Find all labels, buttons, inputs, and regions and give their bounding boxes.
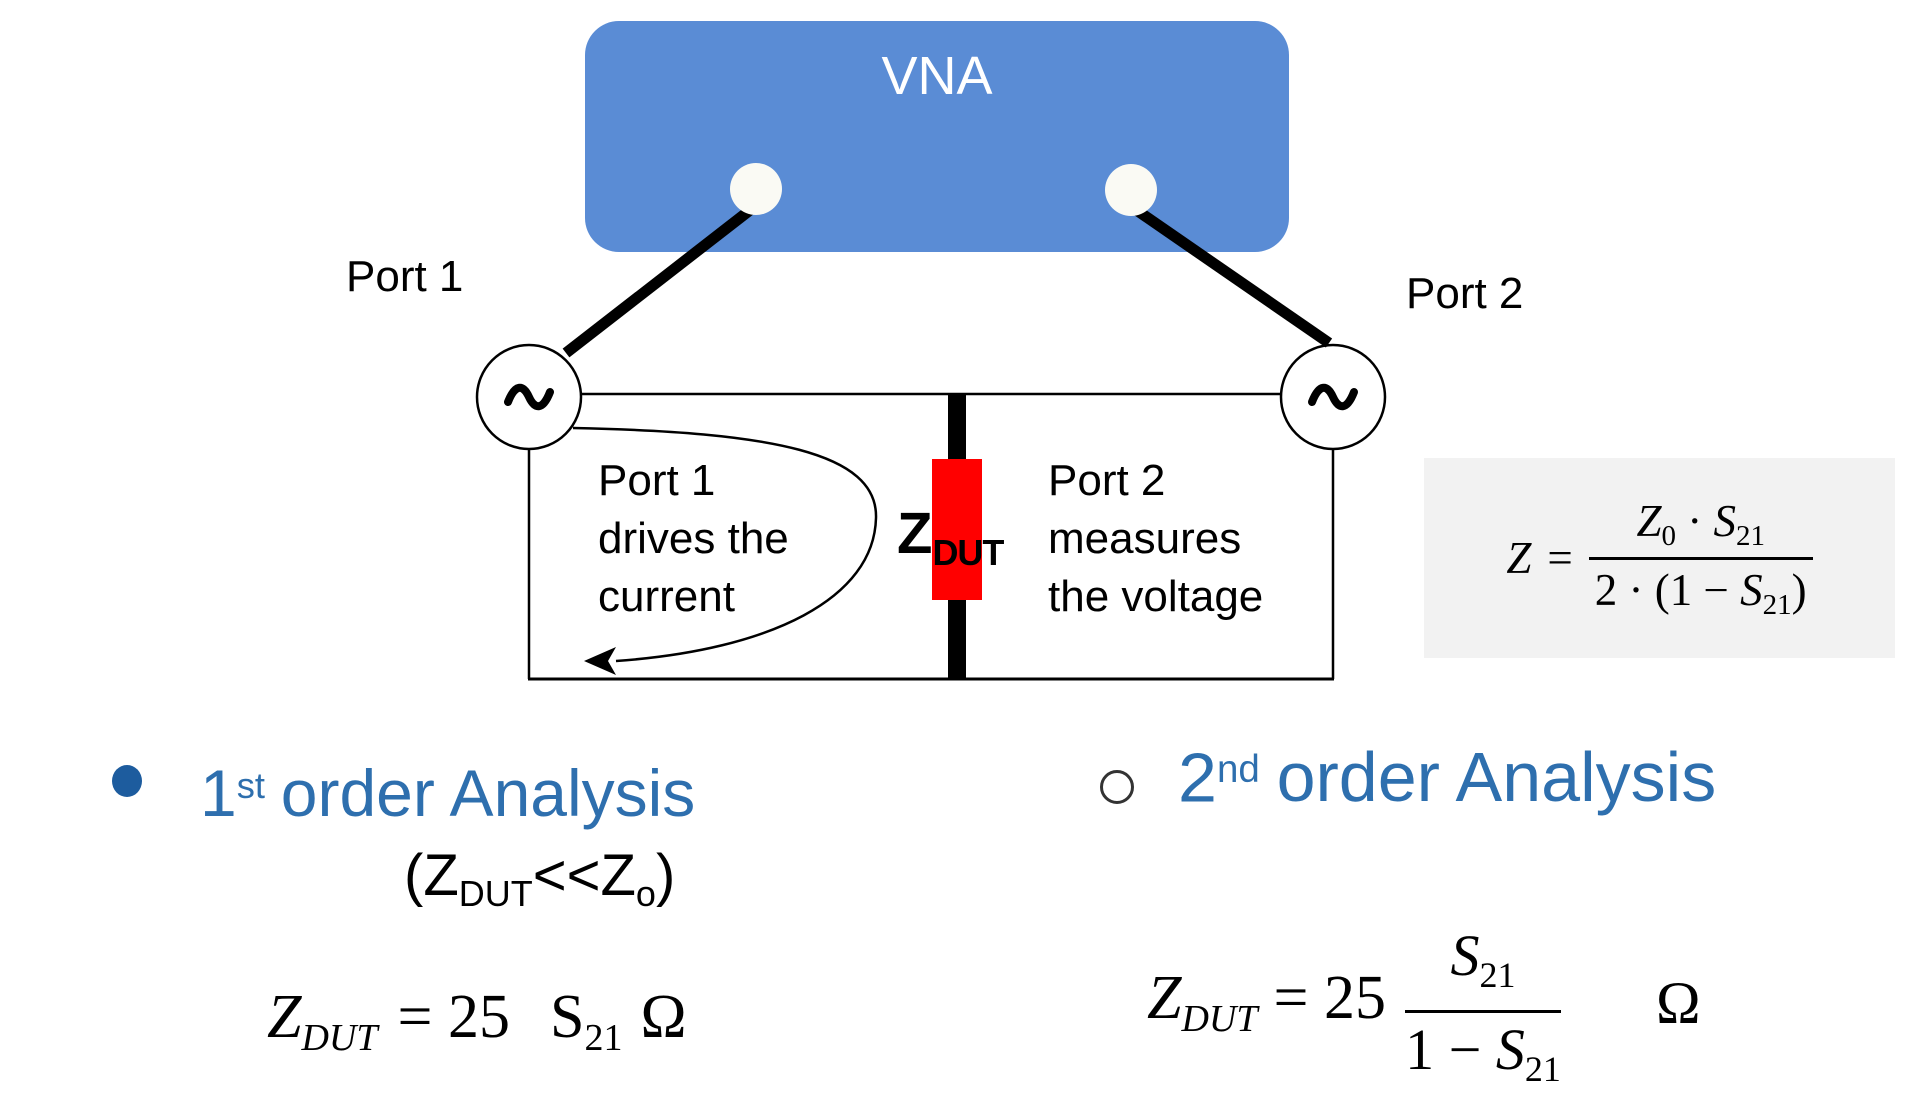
current-arrowhead-icon <box>584 647 616 675</box>
den-s-sub: 21 <box>1762 588 1792 621</box>
f1-z-sub: DUT <box>301 1017 378 1059</box>
formula-denominator: 2 · (1 − S21) <box>1588 556 1813 622</box>
f2-z: Z <box>1147 964 1182 1032</box>
num-z: Z <box>1636 495 1662 546</box>
formula-equals: = <box>1547 533 1573 583</box>
port2-label: Port 2 <box>1406 269 1524 318</box>
f1-eq: = 25 <box>397 983 510 1051</box>
drive-line-1: Port 1 <box>598 456 716 505</box>
cond-sub2: o <box>635 873 656 914</box>
heading2-text: order Analysis <box>1276 738 1717 817</box>
cond-sub1: DUT <box>458 873 533 914</box>
second-order-formula-lhs: ZDUT = 25 <box>1147 963 1398 1054</box>
bullet-dot-icon <box>112 765 142 797</box>
vna-port2-connector <box>1105 164 1157 216</box>
heading2-ordinal-sup: nd <box>1216 748 1260 791</box>
second-order-heading: 2nd order Analysis <box>1178 733 1716 814</box>
vna-port1-connector <box>730 163 782 215</box>
measure-line-3: the voltage <box>1048 572 1264 621</box>
f2-numerator: S21 <box>1451 925 1516 1006</box>
port2-cable <box>1128 202 1333 348</box>
measure-annotation: Port 2 measures the voltage <box>1048 452 1263 626</box>
drive-line-2: drives the <box>598 514 789 563</box>
f1-z: Z <box>267 983 302 1051</box>
port1-label: Port 1 <box>346 252 464 301</box>
port1-sine-wave-icon <box>504 383 554 411</box>
f2-den-sub: 21 <box>1524 1049 1561 1089</box>
f1-s-sub: 21 <box>584 1017 623 1059</box>
heading1-number: 1 <box>200 756 237 831</box>
heading1-ordinal-sup: st <box>236 765 265 806</box>
f2-num-sub: 21 <box>1479 955 1516 995</box>
cond-p3: ) <box>655 843 676 908</box>
bullet-ring-icon <box>1100 770 1134 804</box>
vna-title: VNA <box>881 46 993 106</box>
drive-line-3: current <box>598 572 735 621</box>
f2-denominator: 1 − S21 <box>1405 1010 1561 1100</box>
f2-z-sub: DUT <box>1181 998 1258 1040</box>
measure-line-1: Port 2 <box>1048 456 1166 505</box>
formula-numerator: Z0 · S21 <box>1630 495 1771 557</box>
heading1-text: order Analysis <box>280 756 696 831</box>
cond-p2: <<Z <box>532 843 636 908</box>
dut-label-base: Z <box>897 501 933 566</box>
first-order-heading: 1st order Analysis <box>200 751 695 828</box>
measure-line-2: measures <box>1048 514 1242 563</box>
dut-label-sub: DUT <box>932 532 1004 573</box>
heading2-number: 2 <box>1178 738 1217 817</box>
f2-num-s: S <box>1450 923 1480 988</box>
num-s-sub: 21 <box>1735 519 1765 552</box>
num-s: S <box>1713 495 1736 546</box>
first-order-condition: (ZDUT<<Zo) <box>404 845 675 925</box>
port2-sine-wave-icon <box>1308 383 1358 411</box>
num-z-sub: 0 <box>1661 519 1676 552</box>
f2-den-s: S <box>1495 1017 1525 1082</box>
den-s: S <box>1740 564 1763 615</box>
f1-omega: Ω <box>640 983 687 1051</box>
dut-label: ZDUT <box>897 501 1004 584</box>
den-post: ) <box>1791 564 1807 615</box>
dut-resistor <box>932 459 982 600</box>
second-order-formula-fraction: S21 1 − S21 <box>1398 925 1568 1100</box>
port1-cable <box>562 202 758 358</box>
den-pre: 2 · (1 − <box>1594 564 1729 615</box>
cond-p1: (Z <box>404 843 459 908</box>
formula-lhs: Z <box>1506 533 1532 583</box>
current-loop-arrow <box>572 426 878 663</box>
formula-fraction: Z0 · S21 2 · (1 − S21) <box>1588 495 1813 622</box>
second-order-formula-unit: Ω <box>1656 970 1701 1036</box>
first-order-formula: ZDUT = 25 S21 Ω <box>267 982 687 1073</box>
f1-s: S <box>549 983 585 1051</box>
num-dot: · <box>1687 495 1703 546</box>
f2-den-pre: 1 − <box>1405 1017 1496 1082</box>
f2-eq: = 25 <box>1273 964 1386 1032</box>
impedance-formula-box: Z = Z0 · S21 2 · (1 − S21) <box>1424 458 1895 658</box>
drive-annotation: Port 1 drives the current <box>598 452 789 626</box>
